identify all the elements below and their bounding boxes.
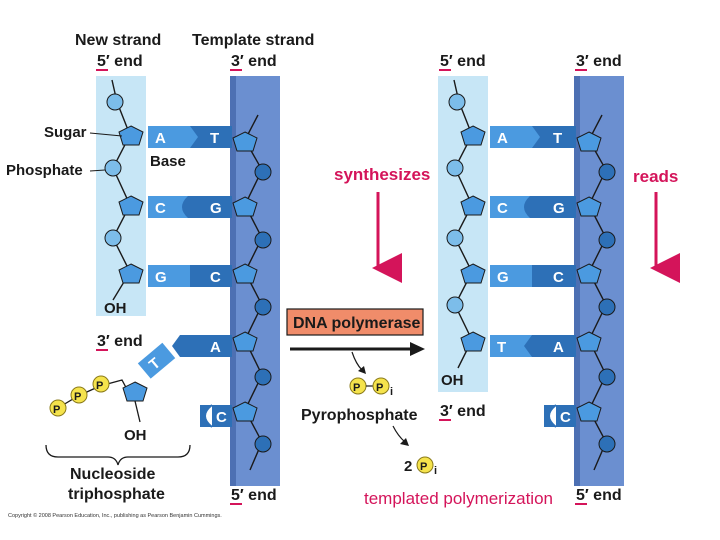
phosphate-icon <box>49 399 67 417</box>
phosphate-p: P <box>53 404 60 416</box>
copyright-text: Copyright © 2008 Pearson Education, Inc.… <box>8 512 222 519</box>
left-new-3prime: 3′ end <box>97 333 143 350</box>
right-template-5prime: 5′ end <box>576 487 622 504</box>
base-label: C <box>560 409 571 426</box>
base-label: G <box>553 200 565 217</box>
nucleoside-label-2: triphosphate <box>68 486 165 503</box>
nucleoside-triphosphate: P P P OH <box>45 375 191 466</box>
base-label: A <box>553 339 564 356</box>
sugar-label: Sugar <box>44 124 87 141</box>
left-template-5prime: 5′ end <box>231 487 277 504</box>
dna-polymerase-label: DNA polymerase <box>293 315 421 332</box>
right-template-sugars <box>576 131 616 453</box>
base-pair-2: C G <box>490 196 576 218</box>
pyrophosphate-p2-icon <box>372 377 390 395</box>
right-new-sugars <box>446 93 486 352</box>
left-oh-label: OH <box>104 300 127 317</box>
phosphate-label: Phosphate <box>6 162 83 179</box>
synthesizes-label: synthesizes <box>334 165 430 184</box>
base-label: G <box>155 269 167 286</box>
base-label: A <box>210 339 221 356</box>
phosphate-icon <box>70 386 88 404</box>
phosphate-p: P <box>96 380 103 392</box>
base-label: C <box>155 200 166 217</box>
base-pair-2: C G <box>148 196 232 218</box>
templated-polymerization-label: templated polymerization <box>364 489 553 508</box>
incoming-base-pair: A T <box>137 335 232 379</box>
right-template-3prime: 3′ end <box>576 53 622 70</box>
pi-label: P <box>420 461 427 473</box>
base-label-text: Base <box>150 153 186 170</box>
left-template-3prime: 3′ end <box>231 53 277 70</box>
pyro-p2: P <box>376 382 383 394</box>
base-label: T <box>210 130 219 147</box>
base-label: G <box>497 269 509 286</box>
base-pair-1: A T <box>490 126 576 148</box>
base-label: T <box>553 130 562 147</box>
new-strand-sugars <box>104 93 144 284</box>
base-pair-3: G C <box>148 265 232 287</box>
pyro-sub: i <box>390 386 393 398</box>
base-pair-4: T A <box>490 335 576 357</box>
left-base-pairs: A T C G G C A <box>137 126 232 428</box>
template-sugars <box>232 131 272 453</box>
pyrophosphate-label: Pyrophosphate <box>301 407 418 424</box>
phosphate-icon <box>92 375 110 393</box>
phosphate-p: P <box>74 391 81 403</box>
template-strand-label: Template strand <box>192 32 314 49</box>
right-new-3prime: 3′ end <box>440 403 486 420</box>
unpaired-base: C <box>200 404 232 428</box>
base-label: C <box>216 409 227 426</box>
base-label: G <box>210 200 222 217</box>
unpaired-base: C <box>544 404 576 428</box>
pi-sub: i <box>434 465 437 477</box>
base-label: C <box>210 269 221 286</box>
base-pair-1: A T <box>148 126 232 148</box>
base-pair-3: G C <box>490 265 576 287</box>
right-base-pairs: A T C G G C T A <box>490 126 576 428</box>
right-panel: A T C G G C T A <box>438 53 680 505</box>
oh-label: OH <box>124 427 147 444</box>
base-label: C <box>497 200 508 217</box>
right-oh-label: OH <box>441 372 464 389</box>
left-panel: A T C G G C A <box>6 32 314 505</box>
new-strand-label: New strand <box>75 32 161 49</box>
middle-section: synthesizes DNA polymerase P P i Pyropho… <box>286 165 553 508</box>
reads-label: reads <box>633 167 678 186</box>
base-label: C <box>553 269 564 286</box>
nucleoside-label-1: Nucleoside <box>70 466 155 483</box>
base-label: A <box>497 130 508 147</box>
dna-polymerase-box <box>286 308 424 336</box>
base-label: T <box>497 339 506 356</box>
left-new-5prime: 5′ end <box>97 53 143 70</box>
right-new-5prime: 5′ end <box>440 53 486 70</box>
base-label: A <box>155 130 166 147</box>
phosphate-i-icon <box>416 456 434 474</box>
pyro-p1: P <box>353 382 360 394</box>
two-label: 2 <box>404 458 412 475</box>
